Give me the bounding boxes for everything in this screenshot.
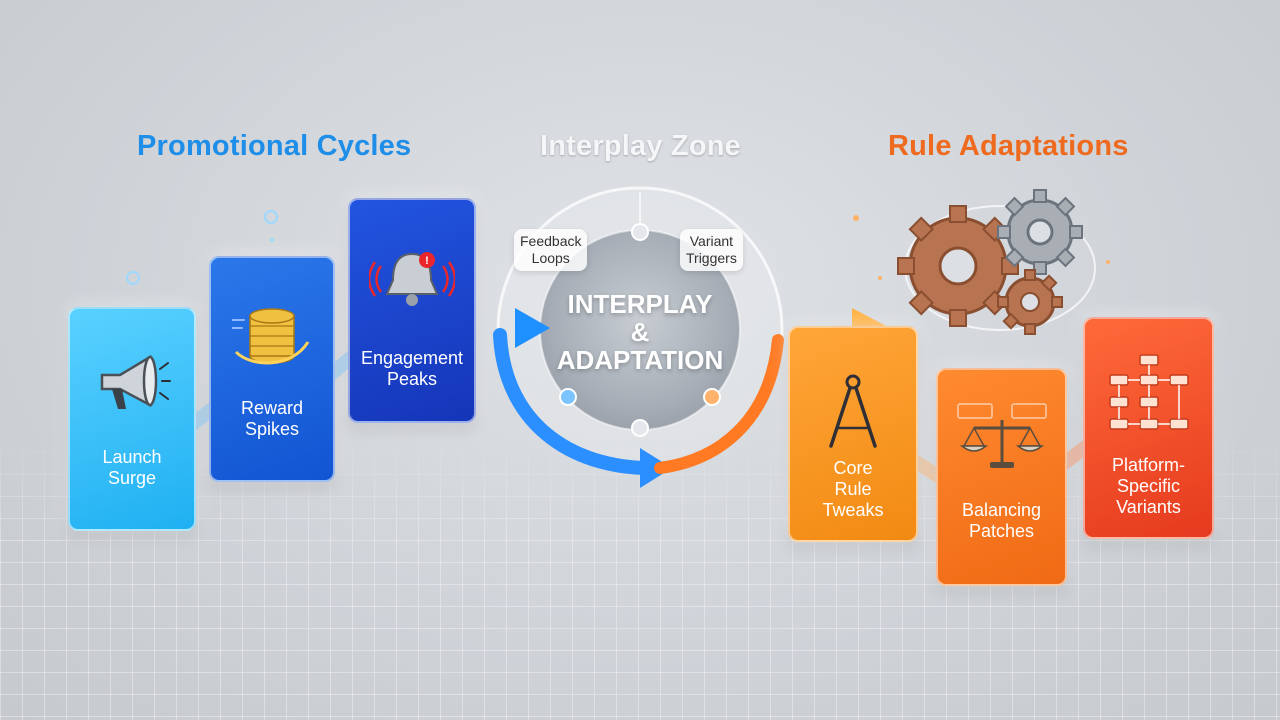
card-engagement-peaks: ! Engagement Peaks <box>348 198 476 423</box>
balance-scale-icon <box>956 403 1047 468</box>
balancing-patches-label: Balancing Patches <box>961 500 1042 541</box>
feedback-loops-bubble: Feedback Loops <box>514 229 588 271</box>
ring-node-right <box>703 388 721 406</box>
engagement-peaks-label: Engagement Peaks <box>360 348 464 389</box>
launch-surge-label: Launch Surge <box>102 447 162 488</box>
card-reward-spikes: Reward Spikes <box>209 256 335 482</box>
promotional-cycles-heading: Promotional Cycles <box>137 130 412 162</box>
ring-node-left <box>559 388 577 406</box>
card-balancing-patches: Balancing Patches <box>936 368 1067 586</box>
reward-spikes-label: Reward Spikes <box>240 398 304 439</box>
flowchart-icon <box>1108 354 1189 430</box>
ring-node-top <box>631 223 649 241</box>
svg-text:!: ! <box>425 255 429 267</box>
card-platform-specific-variants: Platform- Specific Variants <box>1083 317 1214 539</box>
cycle-arrow-blue <box>493 328 662 476</box>
card-launch-surge: Launch Surge <box>68 307 196 531</box>
compass-icon <box>829 374 877 448</box>
arrowhead-to-interplay <box>515 308 550 348</box>
coin-stack-icon <box>232 308 310 365</box>
ring-node-bottom <box>631 419 649 437</box>
interplay-zone-heading: Interplay Zone <box>540 130 741 162</box>
cycle-arrow-orange <box>654 334 784 474</box>
interplay-center-title: INTERPLAY & ADAPTATION <box>556 289 724 375</box>
variant-triggers-bubble: Variant Triggers <box>680 229 743 271</box>
rule-adaptations-heading: Rule Adaptations <box>888 130 1129 162</box>
card-core-rule-tweaks: Core Rule Tweaks <box>788 326 918 542</box>
alarm-bell-icon: ! <box>369 252 455 306</box>
megaphone-icon <box>100 354 171 409</box>
platform-specific-variants-label: Platform- Specific Variants <box>1111 455 1185 517</box>
core-rule-tweaks-label: Core Rule Tweaks <box>822 458 884 520</box>
